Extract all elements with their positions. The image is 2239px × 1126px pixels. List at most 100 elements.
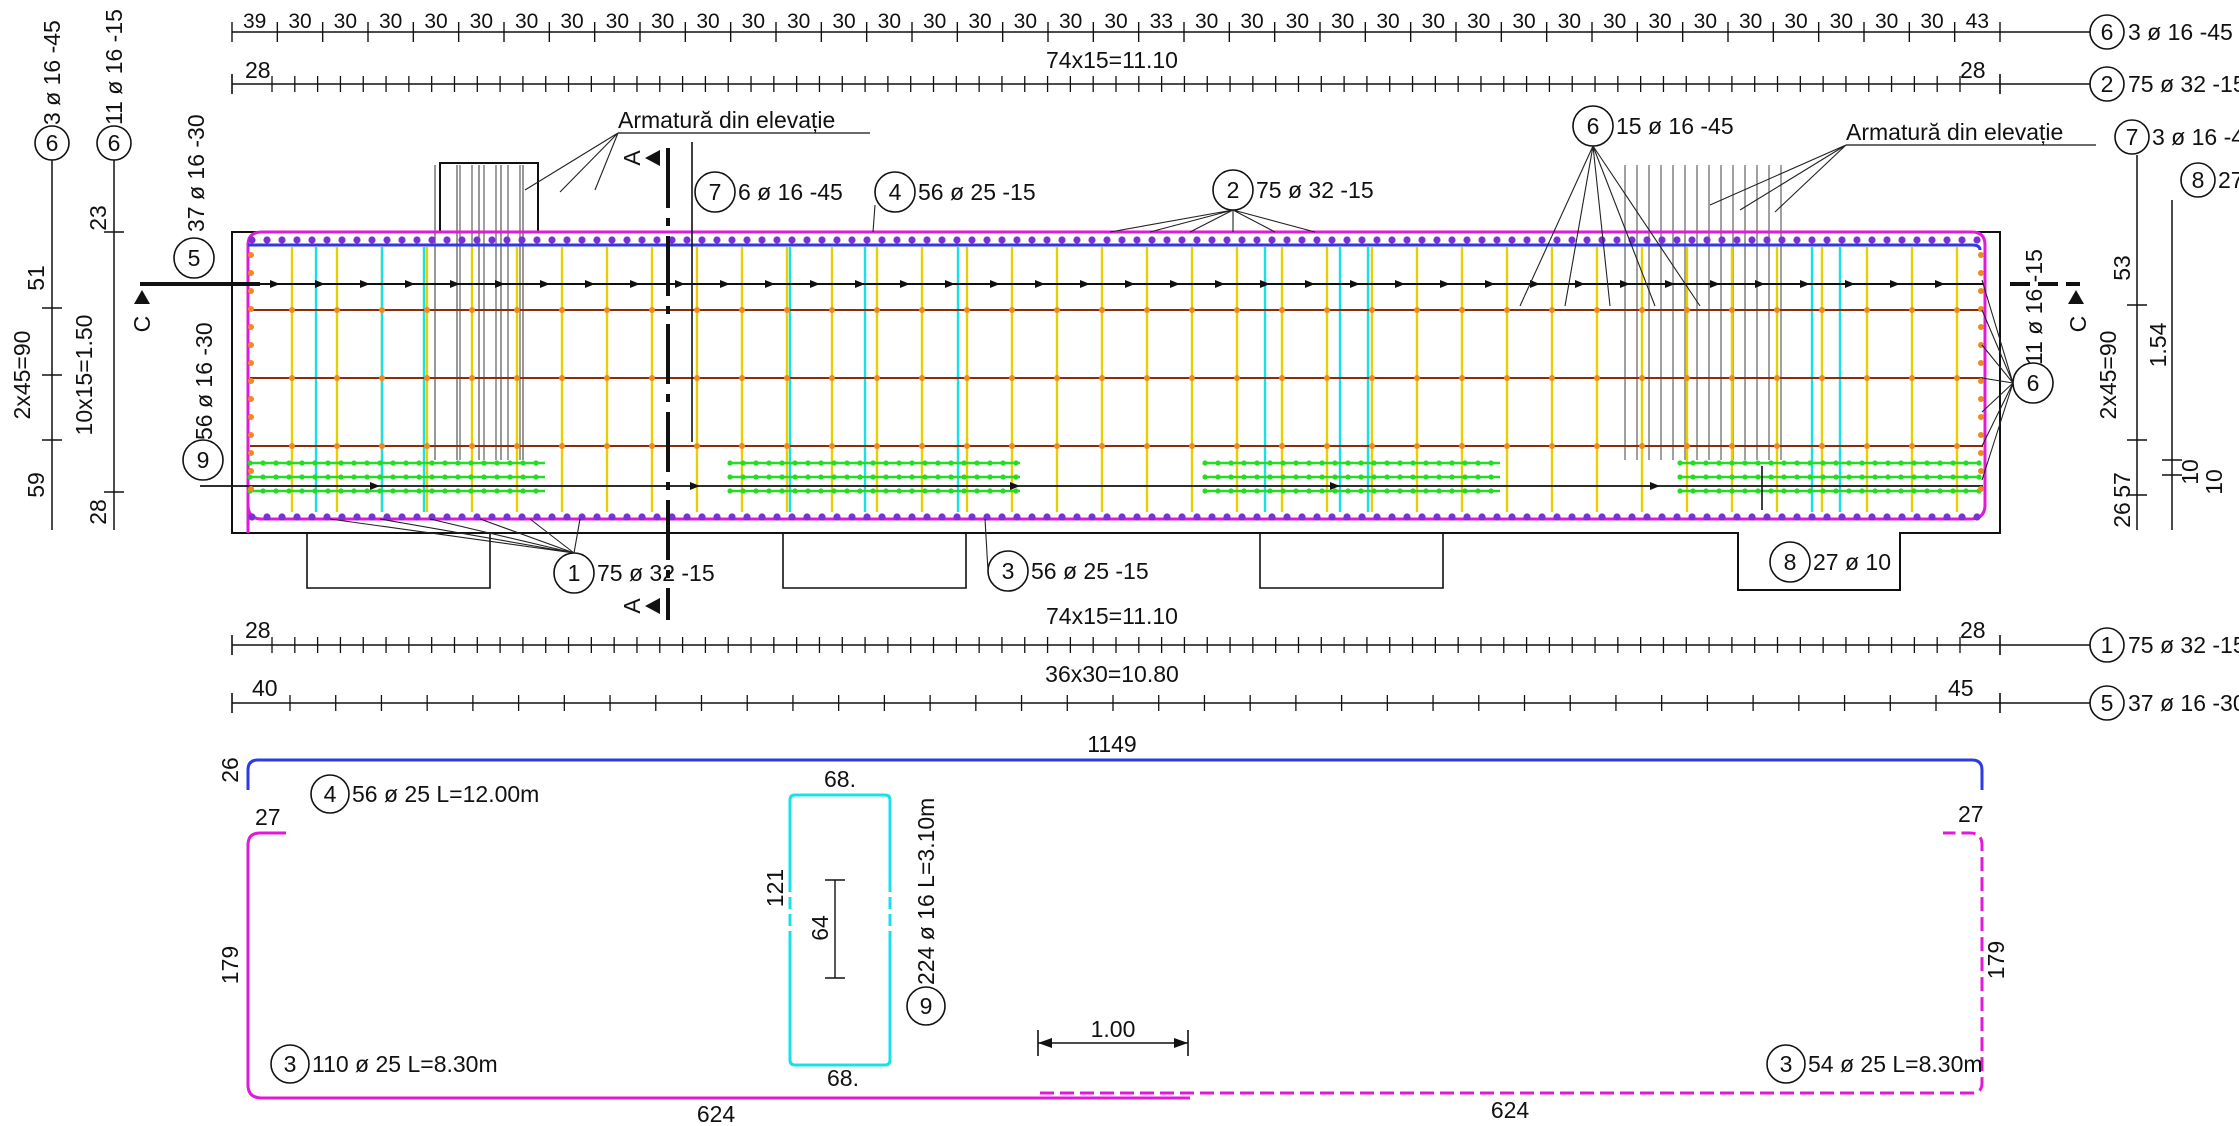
green-bar-dot	[818, 474, 824, 480]
rebar-dot	[1729, 307, 1735, 313]
rebar-dot	[1358, 236, 1366, 244]
rebar-dot	[443, 513, 451, 521]
elevation-armature-label: Armatură din elevație	[618, 107, 835, 133]
arrow-mark	[1890, 280, 1900, 288]
rebar-dot	[334, 375, 340, 381]
spacing-label: 30	[1286, 10, 1309, 33]
svg-text:27 ø 10: 27 ø 10	[1813, 549, 1891, 575]
rebar-dot	[1864, 443, 1870, 449]
rebar-dot	[1208, 513, 1216, 521]
green-bar-dot	[1768, 488, 1774, 494]
rebar-dot	[1538, 513, 1546, 521]
bar-bottom: 68.	[827, 1065, 859, 1091]
rebar-dot	[773, 513, 781, 521]
green-bar-dot	[1202, 488, 1208, 494]
rebar-dot	[488, 513, 496, 521]
rebar-dot	[1103, 236, 1111, 244]
rebar-dot	[1958, 513, 1966, 521]
spacing-label: 30	[696, 10, 719, 33]
rebar-dot	[1099, 443, 1105, 449]
rebar-dot	[818, 513, 826, 521]
rebar-dot	[788, 236, 796, 244]
green-bar-dot	[1254, 474, 1260, 480]
green-bar-dot	[1319, 460, 1325, 466]
bubble-mark: 6	[108, 130, 121, 156]
rebar-dot	[353, 236, 361, 244]
bar-label: 54 ø 25 L=8.30m	[1808, 1051, 1983, 1077]
rebar-dot	[758, 513, 766, 521]
arrow-mark	[1755, 280, 1765, 288]
svg-text:6: 6	[2027, 370, 2040, 396]
green-bar-dot	[1833, 474, 1839, 480]
arrow-mark	[1710, 280, 1720, 288]
rebar-dot	[1414, 443, 1420, 449]
green-bar-dot	[1872, 474, 1878, 480]
green-bar-dot	[260, 488, 266, 494]
rebar-dot	[604, 375, 610, 381]
rebar-dot	[1639, 307, 1645, 313]
spacing-label: 30	[1467, 10, 1490, 33]
green-bar-dot	[1013, 474, 1019, 480]
rebar-dot	[1523, 513, 1531, 521]
rebar-dot	[1909, 307, 1915, 313]
green-bar-dot	[455, 488, 461, 494]
rebar-dot	[1253, 513, 1261, 521]
rebar-dot	[338, 513, 346, 521]
rebar-dot	[593, 236, 601, 244]
arrow-mark	[1305, 280, 1315, 288]
rebar-dot	[833, 236, 841, 244]
spacing-label: 30	[923, 10, 946, 33]
green-bar-dot	[753, 488, 759, 494]
rebar-dot	[1733, 236, 1741, 244]
green-bar-dot	[507, 474, 513, 480]
rebar-dot	[1388, 513, 1396, 521]
rebar-dot	[1658, 513, 1666, 521]
elevation-armature-label: Armatură din elevație	[1846, 119, 2063, 145]
green-bar-dot	[351, 460, 357, 466]
rebar-dot	[653, 236, 661, 244]
green-bar-dot	[1293, 460, 1299, 466]
green-bar-dot	[390, 488, 396, 494]
callout-5: 5 37 ø 16 -30	[173, 114, 215, 279]
green-bar-dot	[1690, 460, 1696, 466]
rebar-dot	[398, 236, 406, 244]
green-bar-dot	[1768, 460, 1774, 466]
green-bar-dot	[442, 460, 448, 466]
section-cut-label: A	[619, 150, 645, 166]
green-bar-dot	[1371, 488, 1377, 494]
green-bar-dot	[364, 488, 370, 494]
rebar-dot	[1864, 375, 1870, 381]
green-bar-dot	[1254, 488, 1260, 494]
rebar-dot	[1774, 307, 1780, 313]
green-bar-dot	[1462, 488, 1468, 494]
spacing-label: 30	[742, 10, 765, 33]
section-cut-label: C	[129, 316, 155, 333]
rebar-dot	[1043, 236, 1051, 244]
green-bar-dot	[1462, 474, 1468, 480]
green-bar-dot	[974, 474, 980, 480]
green-bar-dot	[1781, 460, 1787, 466]
rebar-dot	[1909, 375, 1915, 381]
rebar-dot	[1223, 513, 1231, 521]
green-bar-dot	[1976, 460, 1982, 466]
rebar-dot	[248, 252, 254, 258]
rebar-dot	[743, 236, 751, 244]
arrow-mark	[370, 482, 380, 490]
green-bar-dot	[1202, 474, 1208, 480]
rebar-dot	[1009, 307, 1015, 313]
dim-right: 28	[1960, 57, 1986, 83]
rebar-dot	[788, 513, 796, 521]
top-bar-dimension: 28 74x15=11.10 28	[231, 47, 2100, 94]
spacing-label: 33	[1150, 10, 1173, 33]
green-bar-dot	[1937, 460, 1943, 466]
rebar-dot	[1913, 513, 1921, 521]
rebar-dot	[1594, 307, 1600, 313]
rebar-dot	[968, 513, 976, 521]
rebar-dot	[1978, 306, 1984, 312]
dim-value: 10	[2177, 459, 2203, 485]
green-bar-dot	[1475, 488, 1481, 494]
green-bar-dot	[1306, 488, 1312, 494]
green-bar-dot	[792, 488, 798, 494]
green-bar-dot	[1241, 488, 1247, 494]
